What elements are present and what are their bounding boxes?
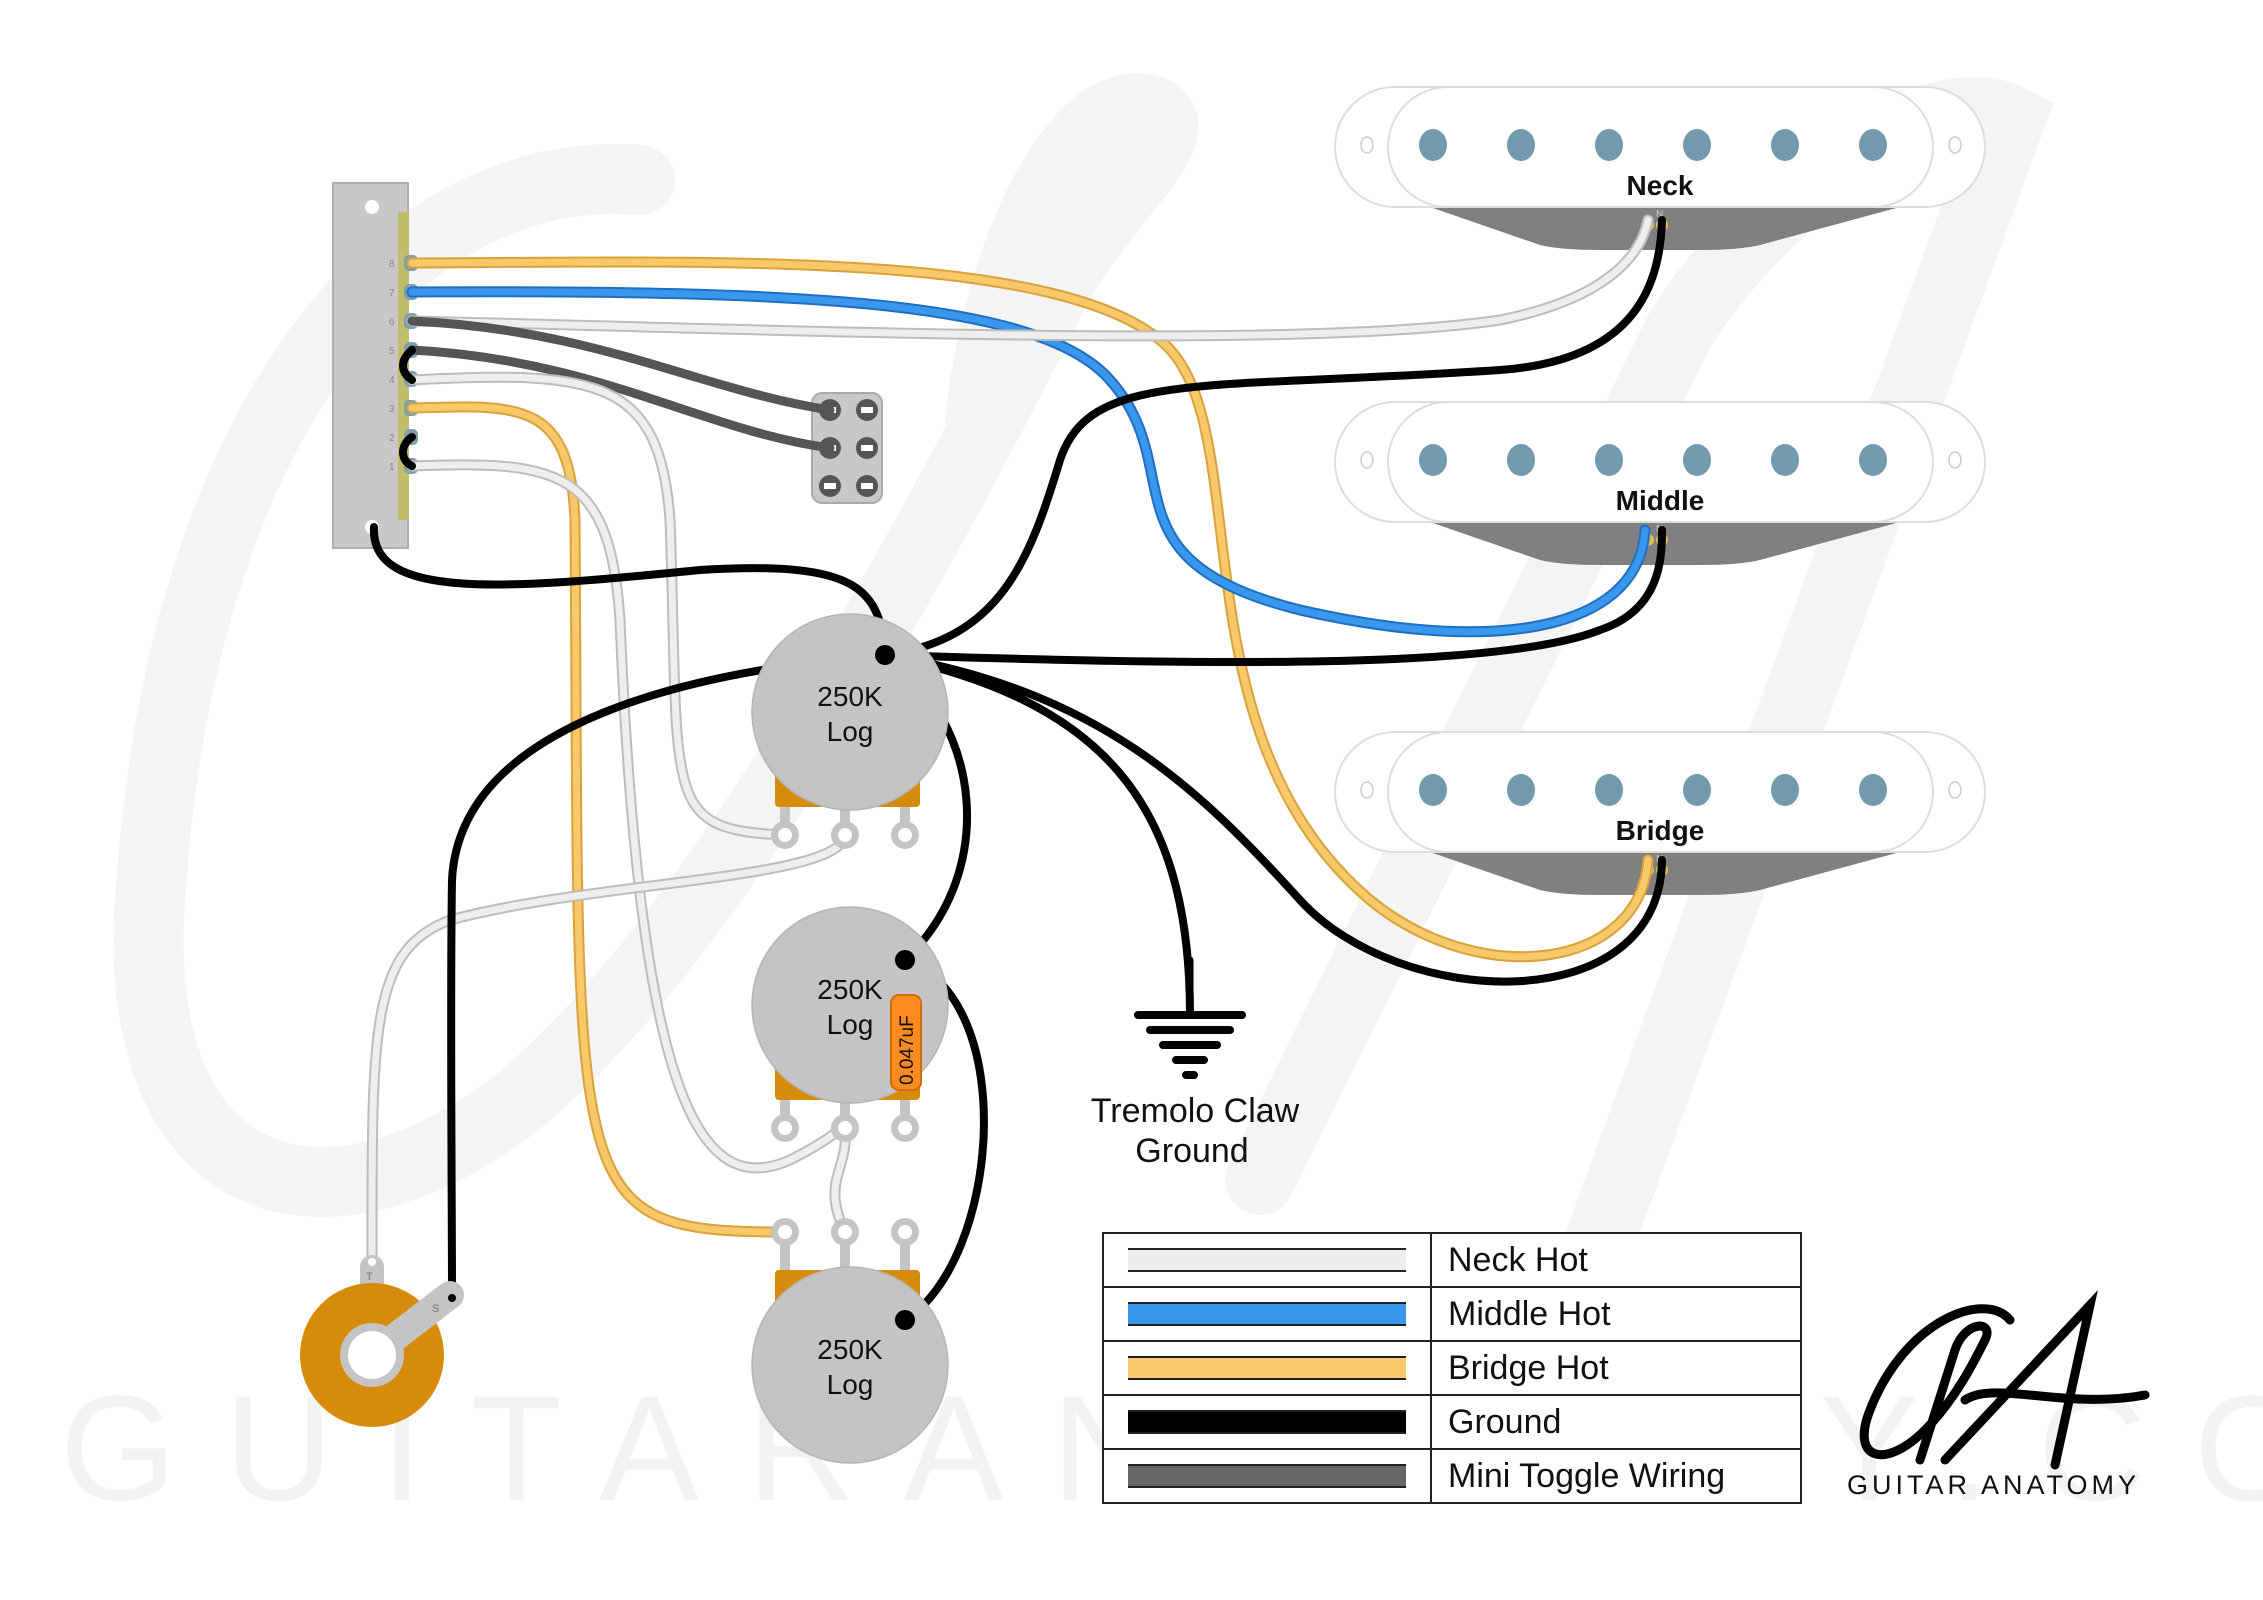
- mini-toggle[interactable]: [811, 392, 883, 504]
- capacitor: 0.047uF: [890, 994, 922, 1091]
- ground-label-line1: Tremolo Claw: [1091, 1092, 1300, 1130]
- switch-lug-number: 4: [389, 375, 395, 386]
- legend-swatch-cell: [1102, 1340, 1432, 1396]
- switch-lug-number: 7: [389, 288, 395, 299]
- legend-label: Ground: [1430, 1394, 1802, 1450]
- pole-piece: [1859, 129, 1887, 161]
- pole-piece: [1771, 774, 1799, 806]
- pole-piece: [1507, 129, 1535, 161]
- wire-ground: [369, 216, 1666, 1324]
- legend-swatch-cell: [1102, 1448, 1432, 1504]
- wire-mini-toggle: [407, 316, 835, 415]
- legend-label: Middle Hot: [1430, 1286, 1802, 1342]
- capacitor-value: 0.047uF: [897, 1015, 918, 1085]
- pole-piece: [1859, 774, 1887, 806]
- pot-value: 250K: [817, 681, 883, 712]
- pot-top[interactable]: 250K Log: [751, 613, 949, 849]
- legend-label: Bridge Hot: [1430, 1340, 1802, 1396]
- jack-sleeve-label: S: [432, 1303, 439, 1315]
- ground-label-line2: Ground: [1135, 1132, 1248, 1170]
- legend-swatch: [1128, 1248, 1406, 1272]
- wires: [366, 214, 1666, 1330]
- pot-taper: Log: [827, 716, 874, 747]
- legend-row: Neck Hot: [1102, 1232, 1802, 1288]
- potentiometers: 250K Log 250K Log 250K Log: [751, 613, 949, 1464]
- pole-piece: [1507, 444, 1535, 476]
- pole-piece: [1595, 444, 1623, 476]
- switch-mount-hole: [365, 200, 379, 214]
- legend-row: Mini Toggle Wiring: [1102, 1448, 1802, 1504]
- pot-value: 250K: [817, 974, 883, 1005]
- legend-row: Bridge Hot: [1102, 1340, 1802, 1396]
- pole-piece: [1859, 444, 1887, 476]
- pole-piece: [1419, 444, 1447, 476]
- wire-mini-toggle: [407, 345, 835, 453]
- pole-piece: [1595, 129, 1623, 161]
- pole-piece: [1683, 129, 1711, 161]
- legend-swatch-cell: [1102, 1286, 1432, 1342]
- pole-piece: [1507, 774, 1535, 806]
- legend-row: Middle Hot: [1102, 1286, 1802, 1342]
- guitar-anatomy-logo-icon: [1859, 1289, 2150, 1470]
- pole-piece: [1771, 444, 1799, 476]
- legend-row: Ground: [1102, 1394, 1802, 1450]
- legend-swatch-cell: [1102, 1232, 1432, 1288]
- pole-piece: [1419, 129, 1447, 161]
- legend-swatch-cell: [1102, 1394, 1432, 1450]
- switch-lug-number: 2: [389, 433, 395, 444]
- pickup-marker: N: [1656, 209, 1663, 220]
- legend-swatch: [1128, 1410, 1406, 1434]
- legend-swatch: [1128, 1464, 1406, 1488]
- output-jack[interactable]: T S: [300, 1255, 464, 1427]
- switch-lug-number: 3: [389, 404, 395, 415]
- pot-bottom[interactable]: 250K Log: [751, 1218, 949, 1464]
- wire-neck-hot-jumper: [406, 371, 791, 841]
- legend-label: Neck Hot: [1430, 1232, 1802, 1288]
- pole-piece: [1419, 774, 1447, 806]
- pickup-label: Neck: [1627, 170, 1694, 201]
- pole-piece: [1771, 129, 1799, 161]
- jack-tip-label: T: [366, 1271, 373, 1283]
- legend-swatch: [1128, 1302, 1406, 1326]
- switch-lug-number: 5: [389, 346, 395, 357]
- ground-symbol-icon: [1134, 956, 1246, 1079]
- legend-label: Mini Toggle Wiring: [1430, 1448, 1802, 1504]
- pickup-label: Bridge: [1616, 815, 1705, 846]
- switch-lug-number: 8: [389, 259, 395, 270]
- logo-text: GUITAR ANATOMY: [1847, 1470, 2141, 1500]
- legend-swatch: [1128, 1356, 1406, 1380]
- switch-lug-number: 1: [389, 462, 395, 473]
- switch-lug-number: 6: [389, 317, 395, 328]
- pole-piece: [1683, 444, 1711, 476]
- pot-taper: Log: [827, 1369, 874, 1400]
- pot-taper: Log: [827, 1009, 874, 1040]
- pot-value: 250K: [817, 1334, 883, 1365]
- pickup-label: Middle: [1616, 485, 1705, 516]
- pole-piece: [1683, 774, 1711, 806]
- pole-piece: [1595, 774, 1623, 806]
